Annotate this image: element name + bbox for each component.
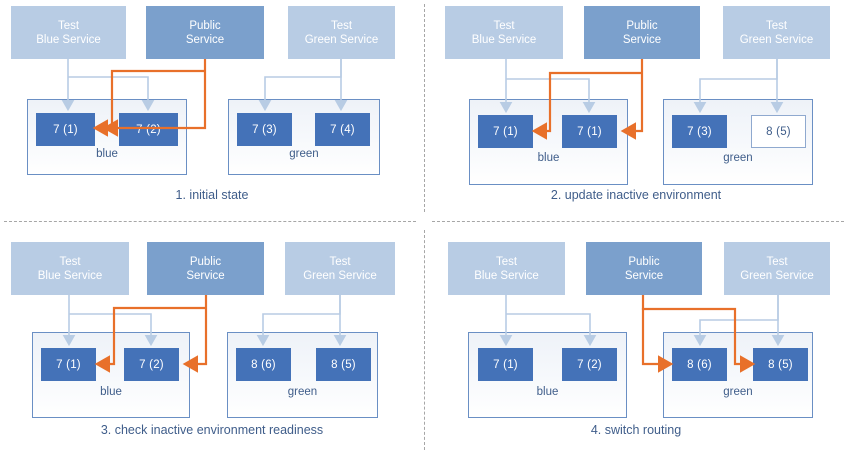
- environment-blue-label: blue: [537, 152, 560, 164]
- separator-vertical-top: [424, 4, 425, 212]
- version-box-blue-1: 7 (1): [478, 115, 533, 148]
- wire-public-to-green-box1: [641, 308, 674, 373]
- wire-test-blue-to-box2: [68, 76, 155, 112]
- wire-public-to-blue-box1: [94, 306, 206, 373]
- service-test-green-line2: Green Service: [303, 269, 377, 282]
- wire-test-blue-to-box2: [69, 313, 158, 347]
- wire-public-to-blue-box2: [182, 295, 208, 373]
- service-public: Public Service: [147, 242, 264, 295]
- service-test-green-line2: Green Service: [739, 33, 814, 46]
- service-test-blue-line2: Blue Service: [474, 269, 539, 282]
- environment-blue-label: blue: [100, 386, 122, 398]
- service-test-blue-line2: Blue Service: [471, 33, 537, 46]
- environment-green-label: green: [287, 386, 318, 398]
- version-box-green-2: 7 (4): [315, 113, 370, 146]
- service-test-blue: Test Blue Service: [448, 242, 565, 295]
- wire-test-green-to-box1: [693, 295, 779, 347]
- service-test-green-line1: Test: [330, 19, 353, 32]
- service-public-line2: Service: [185, 33, 225, 46]
- panel-2-caption: 2. update inactive environment: [550, 188, 722, 202]
- wire-public-to-blue-box2: [620, 59, 644, 140]
- service-public-line1: Public: [626, 19, 658, 32]
- connector-layer-1: [61, 59, 348, 137]
- connector-layer-4: [499, 295, 785, 373]
- version-box-blue-2: 7 (1): [562, 115, 617, 148]
- service-test-blue-line2: Blue Service: [37, 269, 103, 282]
- service-test-green: Test Green Service: [288, 6, 395, 59]
- service-test-blue: Test Blue Service: [11, 6, 126, 59]
- service-public-line2: Service: [622, 33, 662, 46]
- wire-public-to-blue-box1: [531, 71, 642, 140]
- connector-layer-3: [62, 295, 347, 373]
- version-box-blue-1: 7 (1): [36, 113, 95, 146]
- service-test-blue-line1: Test: [57, 19, 80, 32]
- panel-4-caption: 4. switch routing: [590, 423, 682, 437]
- wire-test-blue-to-box2: [506, 78, 596, 114]
- service-test-green-line1: Test: [765, 19, 788, 32]
- version-box-blue-2: 7 (2): [119, 113, 178, 146]
- service-test-blue-line2: Blue Service: [36, 33, 101, 46]
- separator-horizontal-left: [4, 221, 416, 222]
- version-box-green-1: 8 (6): [236, 348, 291, 381]
- environment-green-label: green: [723, 386, 753, 398]
- connector-layer-2: [499, 59, 784, 140]
- version-box-green-1: 7 (3): [672, 115, 727, 148]
- service-public: Public Service: [584, 6, 700, 59]
- service-public-line2: Service: [186, 269, 225, 282]
- version-box-blue-1: 7 (1): [478, 348, 533, 381]
- environment-green-label: green: [723, 152, 753, 164]
- panel-2: Test Blue Service Public Service Test Gr…: [424, 0, 848, 228]
- wire-test-green-to-box1: [258, 59, 342, 112]
- service-test-green-line1: Test: [766, 255, 788, 268]
- service-test-blue-line1: Test: [495, 255, 518, 268]
- service-public-line2: Service: [624, 269, 664, 282]
- version-box-blue-1: 7 (1): [41, 348, 96, 381]
- service-test-green: Test Green Service: [724, 242, 830, 295]
- service-test-green-line2: Green Service: [304, 33, 379, 46]
- panel-1-caption: 1. initial state: [175, 188, 249, 202]
- service-test-blue: Test Blue Service: [445, 6, 563, 59]
- service-test-green: Test Green Service: [723, 6, 830, 59]
- wire-public-to-blue-box2: [102, 59, 207, 137]
- wire-test-green-to-box1: [693, 59, 778, 114]
- service-public: Public Service: [586, 242, 702, 295]
- service-test-blue: Test Blue Service: [11, 242, 129, 295]
- service-test-green-line1: Test: [329, 255, 351, 268]
- version-box-blue-2: 7 (2): [562, 348, 617, 381]
- environment-blue-label: blue: [96, 148, 118, 160]
- version-box-blue-2: 7 (2): [124, 348, 179, 381]
- service-public-line1: Public: [189, 255, 222, 268]
- service-test-blue-line1: Test: [59, 255, 81, 268]
- wire-test-blue-to-box2: [506, 313, 597, 347]
- service-public-line1: Public: [189, 19, 221, 32]
- separator-vertical-bottom: [424, 230, 425, 450]
- version-box-green-2: 8 (5): [316, 348, 371, 381]
- service-test-blue-line1: Test: [493, 19, 515, 32]
- service-public: Public Service: [146, 6, 264, 59]
- separator-horizontal-right: [432, 221, 844, 222]
- version-box-green-2: 8 (5): [751, 115, 806, 148]
- service-test-green: Test Green Service: [285, 242, 395, 295]
- service-public-line1: Public: [628, 255, 660, 268]
- panel-1: Test Blue Service Public Service Test Gr…: [0, 0, 424, 228]
- service-test-green-line2: Green Service: [740, 269, 814, 282]
- panel-3: Test Blue Service Public Service Test Gr…: [0, 228, 424, 456]
- environment-blue-label: blue: [536, 386, 559, 398]
- wire-public-to-green-box2: [641, 295, 756, 373]
- wire-test-green-to-box1: [256, 295, 341, 347]
- version-box-green-1: 7 (3): [237, 113, 292, 146]
- version-box-green-1: 8 (6): [672, 348, 727, 381]
- version-box-green-2: 8 (5): [753, 348, 808, 381]
- wire-public-to-blue-box1: [92, 69, 205, 137]
- environment-green-label: green: [289, 148, 319, 160]
- panel-3-caption: 3. check inactive environment readiness: [100, 423, 324, 437]
- panel-4: Test Blue Service Public Service Test Gr…: [424, 228, 848, 456]
